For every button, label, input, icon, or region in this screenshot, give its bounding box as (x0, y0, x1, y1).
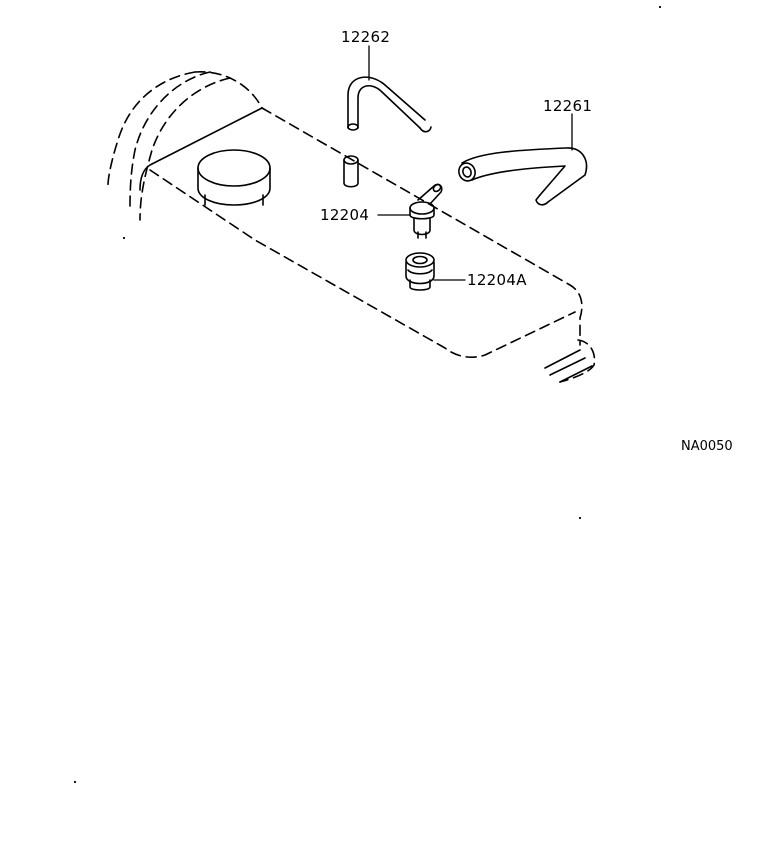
part-number-12204A: 12204A (467, 271, 527, 289)
cylinder-head-outline (107, 71, 263, 221)
short-hose-piece (343, 155, 359, 188)
figure-code: NA0050 (681, 439, 733, 454)
leader-lines (368, 45, 573, 281)
part-number-12204: 12204 (320, 206, 370, 224)
head-cover (139, 107, 596, 383)
oil-filler-cap (197, 149, 271, 206)
scan-specks (73, 5, 662, 784)
part-number-12261: 12261 (543, 97, 593, 115)
hose-12261 (458, 147, 588, 206)
pcv-valve (409, 183, 443, 239)
grommet (405, 252, 435, 291)
part-number-12262: 12262 (341, 28, 391, 46)
hose-12262 (347, 76, 432, 133)
